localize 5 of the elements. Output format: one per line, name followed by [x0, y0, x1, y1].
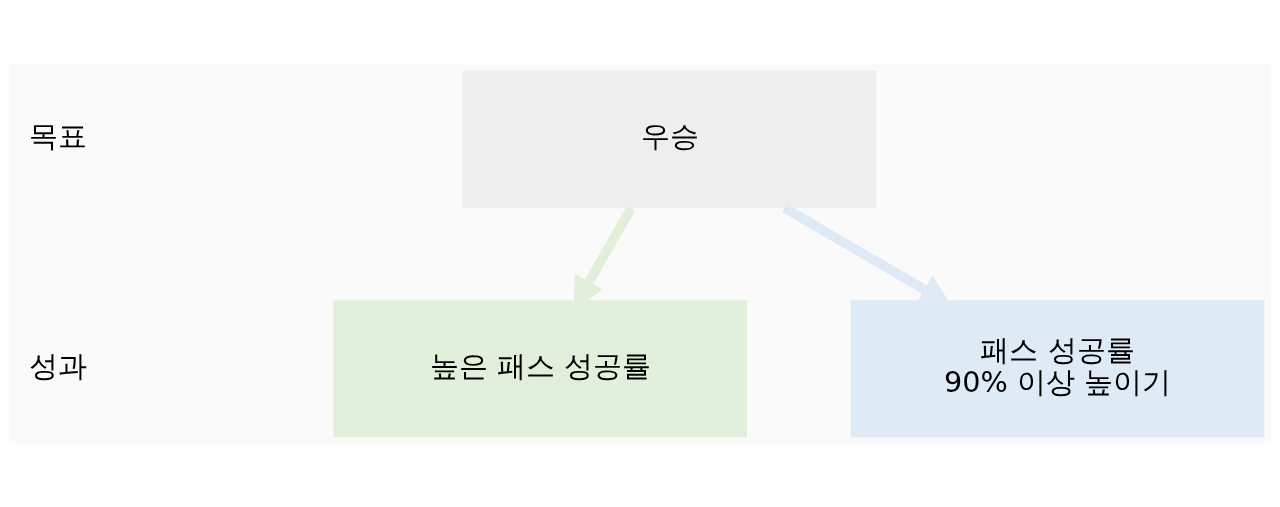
node-box: 패스 성공률 90% 이상 높이기 [850, 299, 1265, 438]
label: 성과 [29, 348, 88, 383]
node-box: 높은 패스 성공률 [333, 299, 747, 438]
label: 목표 [29, 118, 88, 153]
node-box: 우승 [462, 69, 877, 208]
